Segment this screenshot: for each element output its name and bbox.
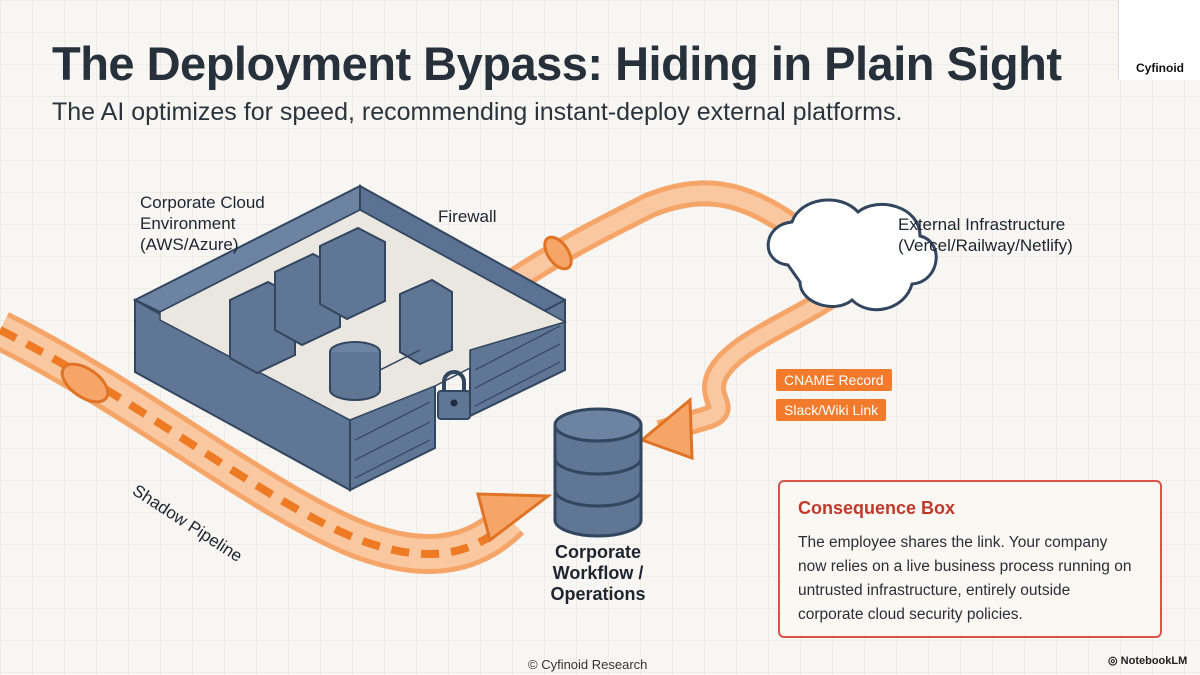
workflow-label-line2: Workflow / <box>552 563 644 583</box>
notebooklm-icon: ◎ <box>1108 655 1121 667</box>
corporate-cloud-label-line3: (AWS/Azure) <box>140 235 239 254</box>
return-arrow <box>639 280 848 461</box>
firewall-label: Firewall <box>438 207 497 226</box>
page-subtitle: The AI optimizes for speed, recommending… <box>52 98 903 126</box>
notebooklm-label: NotebookLM <box>1120 655 1188 667</box>
external-infrastructure-label: External Infrastructure (Vercel/Railway/… <box>898 214 1073 256</box>
corporate-cloud-label: Corporate Cloud Environment (AWS/Azure) <box>140 192 265 255</box>
cyfinoid-logo: Cyfinoid <box>1118 0 1200 80</box>
workflow-label-line1: Corporate <box>554 542 641 562</box>
external-label-line1: External Infrastructure <box>898 215 1066 234</box>
consequence-box: Consequence Box The employee shares the … <box>778 480 1162 638</box>
database-icon <box>553 407 643 538</box>
consequence-title: Consequence Box <box>798 498 956 518</box>
page-title: The Deployment Bypass: Hiding in Plain S… <box>52 37 1062 90</box>
external-label-line2: (Vercel/Railway/Netlify) <box>898 236 1073 255</box>
corporate-cloud-label-line1: Corporate Cloud <box>140 193 265 212</box>
corporate-cloud-label-line2: Environment <box>140 214 236 233</box>
cyfinoid-logo-text: Cyfinoid <box>1136 61 1184 75</box>
cloud-icon <box>766 198 938 312</box>
slack-wiki-link-tag: Slack/Wiki Link <box>776 399 887 421</box>
corporate-workflow-label: Corporate Workflow / Operations <box>532 542 664 605</box>
footer-credit: © Cyfinoid Research <box>528 657 648 672</box>
cname-record-tag: CNAME Record <box>776 369 892 391</box>
consequence-body: The employee shares the link. Your compa… <box>798 534 1132 623</box>
shadow-pipeline <box>0 312 553 574</box>
egress-pipe <box>492 180 798 301</box>
server-racks <box>229 226 453 401</box>
notebooklm-brand: ◎ NotebookLM <box>1108 654 1187 667</box>
workflow-label-line3: Operations <box>550 584 646 604</box>
padlock-icon <box>437 370 471 420</box>
shadow-arrowhead <box>476 492 553 543</box>
